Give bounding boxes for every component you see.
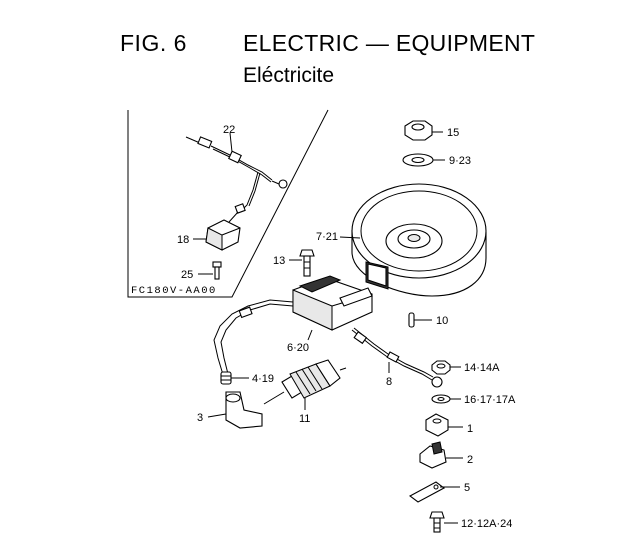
part-10-key bbox=[408, 312, 432, 328]
callout-16-17-17a: 16·17·17A bbox=[464, 394, 516, 406]
callout-3: 3 bbox=[197, 412, 203, 424]
inset-border bbox=[127, 109, 329, 298]
callout-10: 10 bbox=[436, 315, 448, 327]
callout-15: 15 bbox=[447, 127, 459, 139]
callout-7-21: 7·21 bbox=[316, 231, 338, 243]
callout-25: 25 bbox=[181, 269, 193, 281]
part-2-cam bbox=[419, 441, 463, 469]
part-16-washer bbox=[431, 394, 461, 404]
callout-12-12a-24: 12·12A·24 bbox=[461, 518, 512, 530]
figure-title: ELECTRIC — EQUIPMENT bbox=[243, 30, 536, 56]
callout-6-20: 6·20 bbox=[287, 342, 309, 354]
callout-8: 8 bbox=[386, 376, 392, 388]
part-12-bolt bbox=[429, 511, 458, 533]
figure-header: FIG. 6 ELECTRIC — EQUIPMENT bbox=[0, 30, 620, 60]
figure-subtitle: Eléctricite bbox=[243, 64, 335, 87]
part-1-bracket bbox=[425, 413, 463, 437]
part-15-nut bbox=[404, 120, 443, 141]
figure-number: FIG. 6 bbox=[120, 30, 187, 56]
part-9-washer bbox=[402, 153, 445, 167]
part-25-bolt bbox=[198, 261, 222, 280]
callout-18: 18 bbox=[177, 234, 189, 246]
part-4-terminal bbox=[220, 371, 249, 385]
part-5-plate bbox=[408, 481, 460, 503]
part-22-wire-harness bbox=[185, 132, 288, 223]
part-7-flywheel bbox=[339, 183, 487, 297]
callout-14-14a: 14·14A bbox=[464, 362, 500, 374]
callout-13: 13 bbox=[273, 255, 285, 267]
part-14-nut bbox=[431, 360, 461, 375]
part-13-bolt bbox=[289, 249, 315, 277]
inset-code: FC180V-AA00 bbox=[131, 285, 217, 297]
callout-4-19: 4·19 bbox=[252, 373, 274, 385]
part-18-module bbox=[193, 219, 241, 251]
part-11-spark-plug bbox=[263, 359, 347, 410]
part-6-ignition-coil bbox=[213, 275, 443, 388]
inset-panel: FC180V-AA00 22 bbox=[127, 109, 329, 298]
part-3-plug-cap bbox=[207, 391, 263, 429]
callout-22: 22 bbox=[223, 124, 235, 136]
callout-2: 2 bbox=[467, 454, 473, 466]
callout-1: 1 bbox=[467, 423, 473, 435]
callout-11: 11 bbox=[299, 413, 310, 425]
callout-9-23: 9·23 bbox=[449, 155, 471, 167]
callout-5: 5 bbox=[464, 482, 470, 494]
